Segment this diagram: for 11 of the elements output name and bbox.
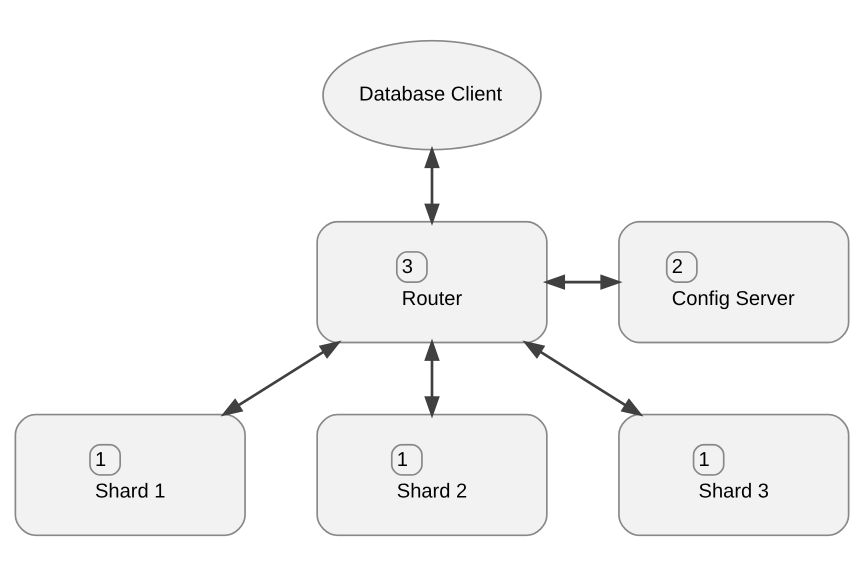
arrow bbox=[424, 338, 440, 418]
arrow bbox=[424, 145, 440, 226]
node-box: 1 Shard 2 bbox=[316, 413, 548, 536]
arrow bbox=[220, 340, 342, 416]
arrow bbox=[522, 340, 644, 416]
node-box: 1 Shard 1 bbox=[14, 413, 246, 536]
node-box: 2 Config Server bbox=[618, 220, 850, 343]
node-box: 3 Router bbox=[316, 220, 548, 343]
node-box: 1 Shard 3 bbox=[618, 413, 850, 536]
node-ellipse: Database Client bbox=[322, 39, 542, 150]
arrow bbox=[542, 274, 623, 290]
